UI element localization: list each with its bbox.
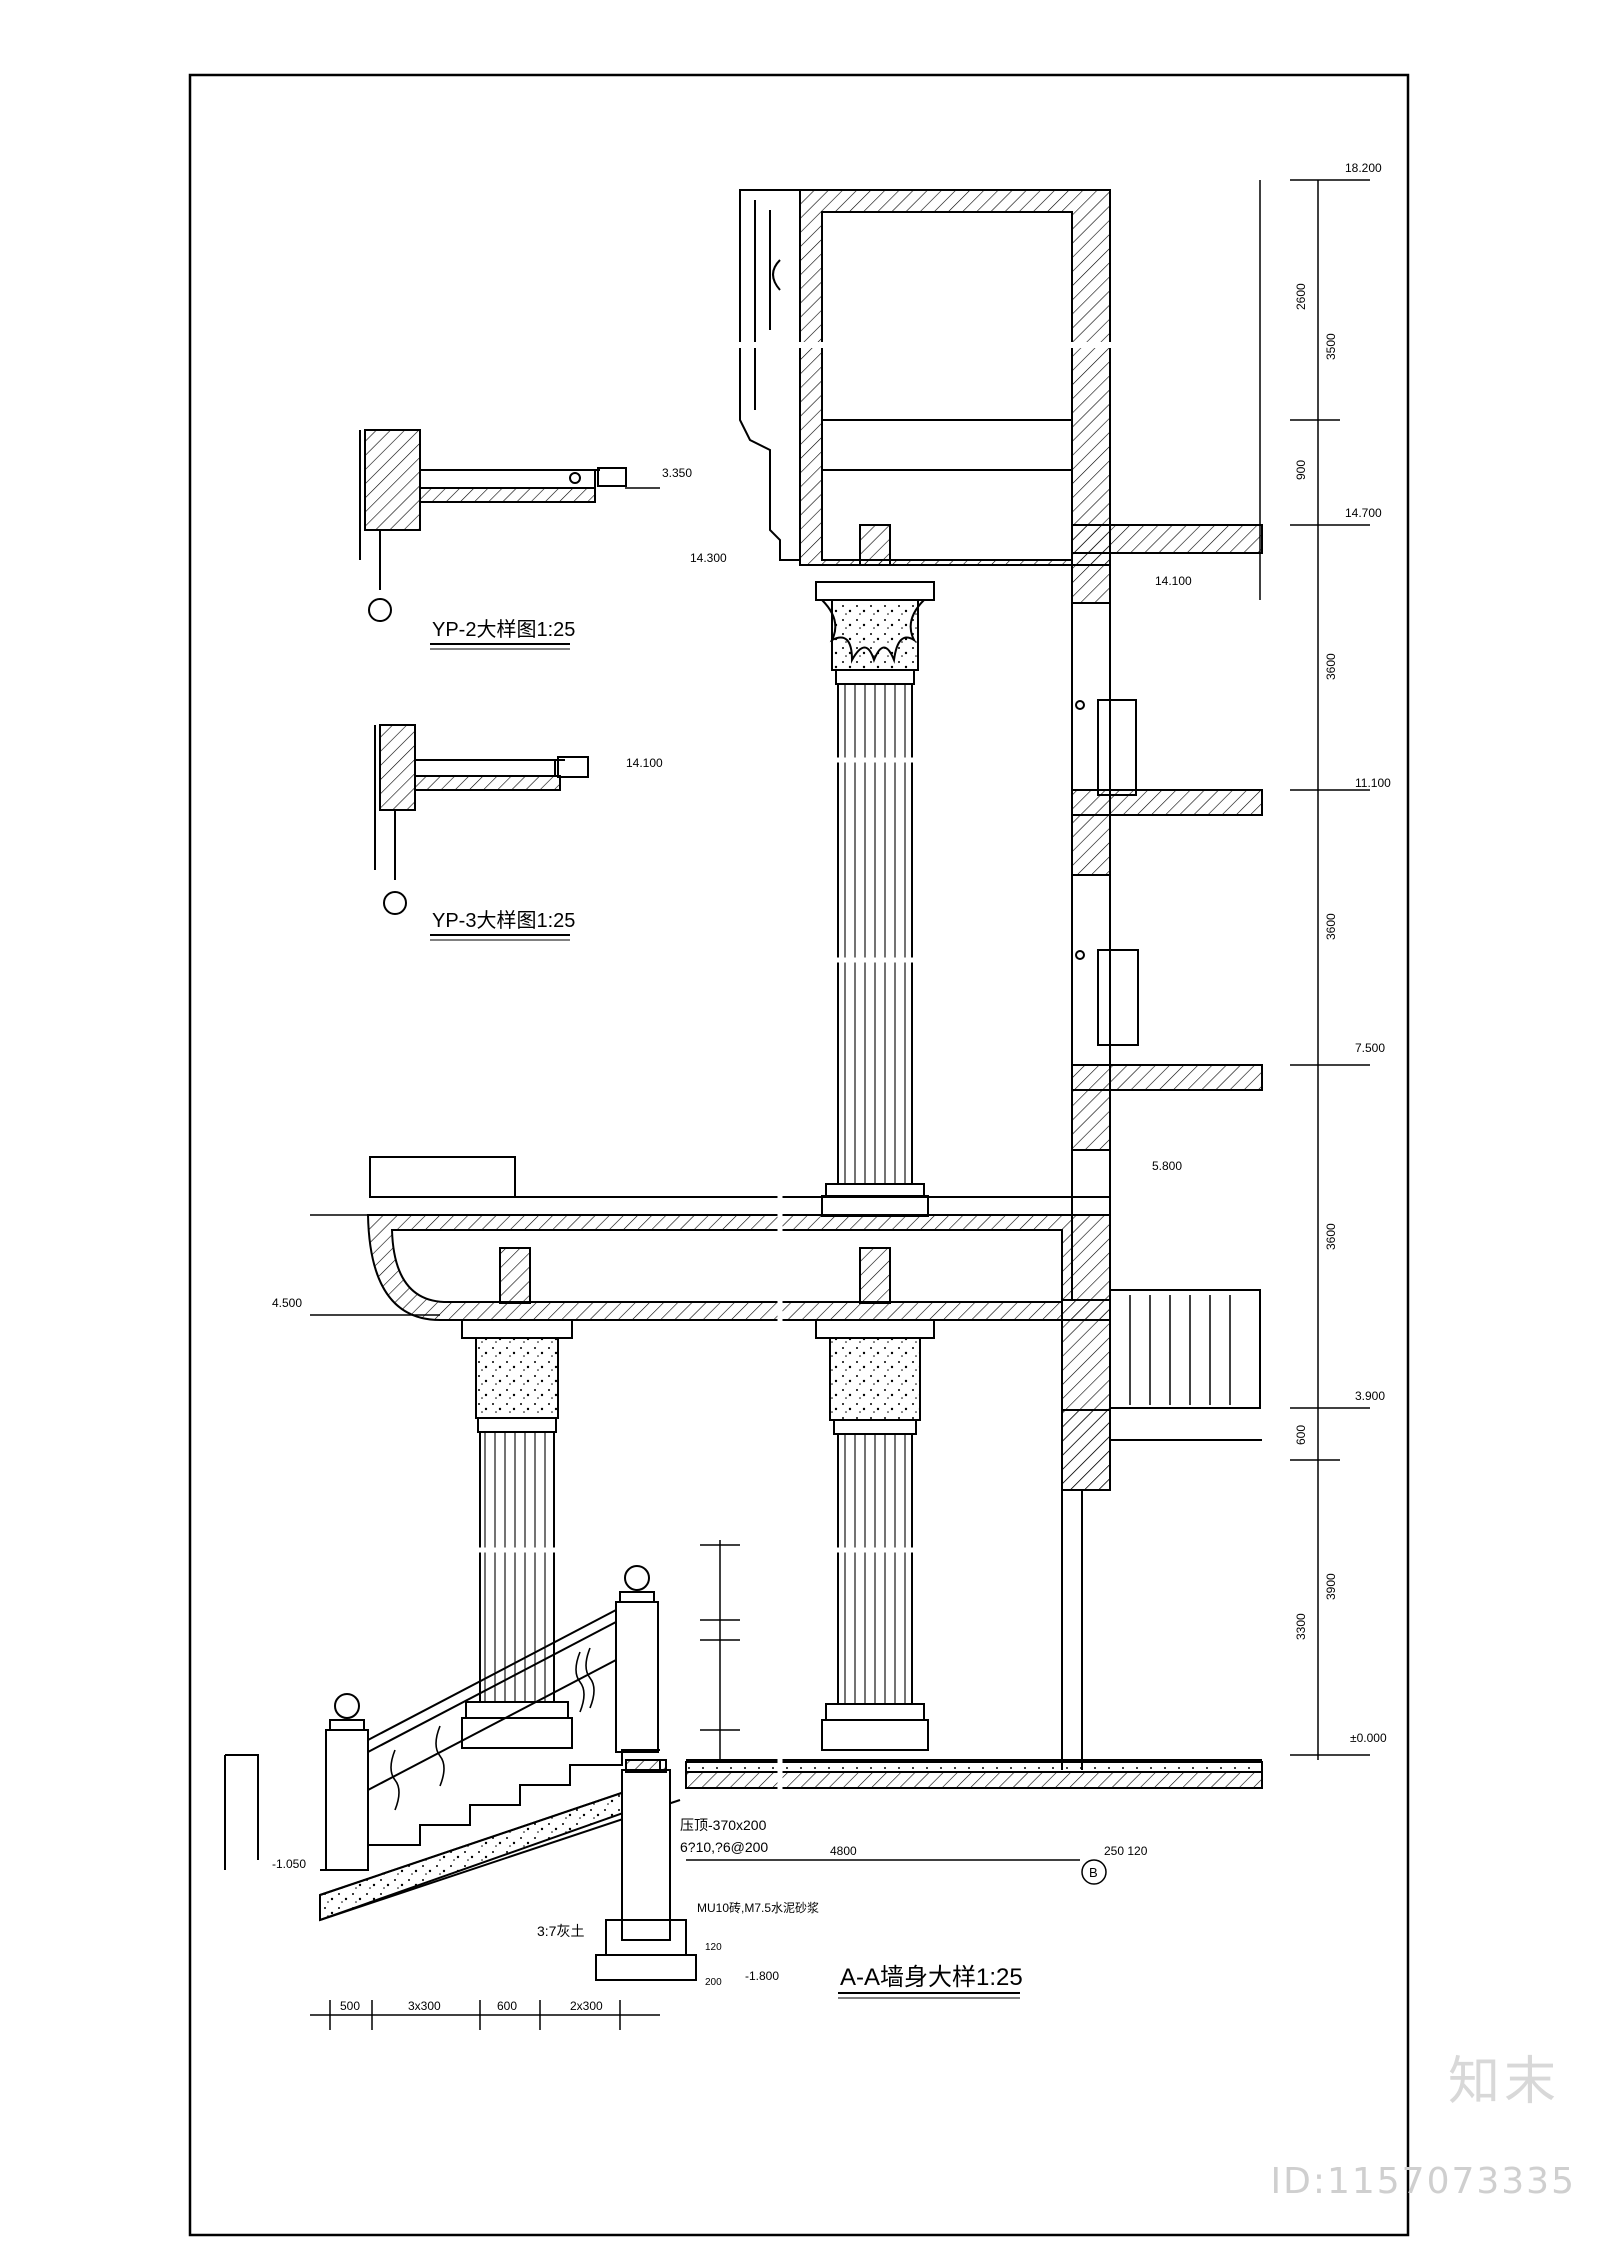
note-120: 120 [705, 1942, 722, 1953]
lower-right-column [800, 1319, 960, 1751]
bottom-dimensions: 500 3x300 600 2x300 [340, 1999, 603, 2013]
tall-corinthian-column [780, 581, 960, 1217]
aa-title: A-A墙身大样1:25 [840, 1964, 1023, 1991]
note-200: 200 [705, 1977, 722, 1988]
note-250-120: 250 120 [1104, 1844, 1148, 1858]
note-masonry: MU10砖,M7.5水泥砂浆 [697, 1900, 819, 1915]
dim-2600: 2600 [1294, 283, 1308, 310]
elev-18200: 18.200 [1345, 161, 1382, 175]
dim-3500: 3500 [1324, 333, 1338, 360]
lower-left-column [450, 1319, 590, 1749]
stair-dim-line [310, 1540, 1107, 2030]
elev-0: ±0.000 [1350, 1731, 1387, 1745]
elev-14100: 14.100 [1155, 574, 1192, 588]
vertical-dimension-chain [1259, 179, 1370, 1760]
elev-yp3: 14.100 [626, 756, 663, 770]
dim-3600a: 3600 [1324, 653, 1338, 680]
elev-3350: 3.350 [662, 466, 692, 480]
dim-3600b: 3600 [1324, 913, 1338, 940]
elev-14300: 14.300 [690, 551, 727, 565]
detail-titles: YP-2大样图1:25 YP-3大样图1:25 A-A墙身大样1:25 [430, 618, 1023, 1999]
vertical-dimension-values: 2600 3500 900 3600 3600 3600 600 3900 33… [1294, 283, 1338, 1640]
note-rebar: 6?10,?6@200 [680, 1839, 768, 1855]
dim-3600c: 3600 [1324, 1223, 1338, 1250]
dim-3x300: 3x300 [408, 1999, 441, 2013]
note-soil: 3:7灰土 [537, 1923, 584, 1939]
dim-3300: 3300 [1294, 1613, 1308, 1640]
dim-600-bottom: 600 [497, 1999, 517, 2013]
elevation-labels: 18.200 14.700 14.300 14.100 11.100 7.500… [272, 161, 1391, 1983]
yp2-title: YP-2大样图1:25 [432, 618, 575, 641]
portico-entablature [310, 1156, 1111, 1330]
elev-7500: 7.500 [1355, 1041, 1385, 1055]
dim-2x300: 2x300 [570, 1999, 603, 2013]
elev-14700: 14.700 [1345, 506, 1382, 520]
yp3-title: YP-3大样图1:25 [432, 909, 575, 932]
note-4800: 4800 [830, 1844, 857, 1858]
watermark-id: ID:1157073335 [1270, 2161, 1576, 2202]
yp3-detail [374, 724, 589, 915]
elev-m1050: -1.050 [272, 1857, 306, 1871]
dim-600: 600 [1294, 1425, 1308, 1445]
note-beam: 压顶-370x200 [680, 1817, 767, 1833]
watermark-logo: 知末 [1447, 2052, 1560, 2112]
construction-notes: 压顶-370x200 6?10,?6@200 MU10砖,M7.5水泥砂浆 3:… [537, 1817, 1148, 1988]
right-wall-section [1061, 603, 1263, 1770]
axis-b: B [1089, 1865, 1098, 1880]
elev-m1800: -1.800 [745, 1969, 779, 1983]
elev-5800: 5.800 [1152, 1159, 1182, 1173]
elev-3900: 3.900 [1355, 1389, 1385, 1403]
entrance-stair [224, 1565, 1263, 1981]
yp2-detail [359, 429, 660, 622]
upper-parapet-section [700, 189, 1263, 604]
dim-900: 900 [1294, 460, 1308, 480]
elev-11100: 11.100 [1355, 776, 1391, 790]
dim-3900: 3900 [1324, 1573, 1338, 1600]
elev-4500: 4.500 [272, 1296, 302, 1310]
drawing-border [188, 73, 1410, 2237]
dim-500: 500 [340, 1999, 360, 2013]
